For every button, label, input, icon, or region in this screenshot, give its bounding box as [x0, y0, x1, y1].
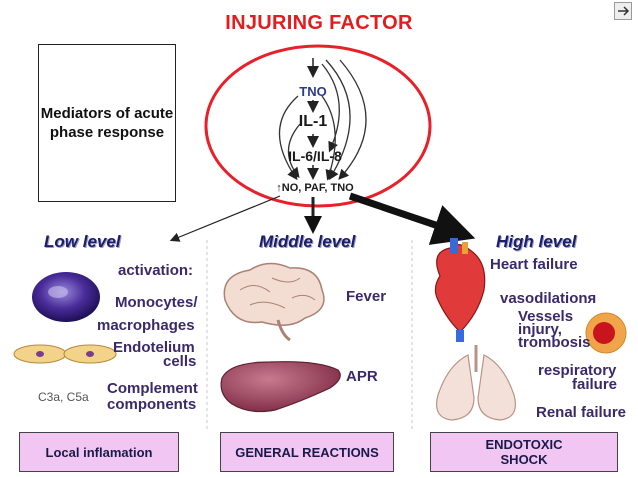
local-inflamation-box: Local inflamation [19, 432, 179, 472]
shock-label: SHOCK [500, 452, 548, 467]
curve-arrow-1 [325, 59, 351, 181]
vasodilation-label: vasodilationя [500, 290, 597, 307]
macrophages-label: macrophages [97, 317, 195, 334]
activation-label: activation: [118, 262, 194, 279]
curve-arrow-4 [338, 59, 367, 180]
trombosis-label: trombosis [518, 334, 591, 351]
vessels-label: Vessels [518, 308, 574, 325]
failure-label: failure [572, 376, 618, 393]
mediators-box: Mediators of acute phase response [38, 44, 176, 202]
curve-arrow-5 [278, 95, 299, 181]
endotoxic-label: ENDOTOXIC [485, 437, 563, 452]
respiratory-label: respiratory [538, 362, 617, 379]
complement-codes-label: C3a, C5a [38, 390, 89, 404]
corner-nav-icon[interactable] [614, 2, 632, 20]
renal-failure-label: Renal failure [536, 404, 627, 421]
endotoxic-shock-box: ENDOTOXIC SHOCK [430, 432, 618, 472]
il1-label: IL-1 [298, 113, 328, 130]
endotelium-label: Endotelium [113, 339, 195, 356]
local-inflamation-label: Local inflamation [45, 444, 153, 460]
curve-arrow-6 [287, 123, 301, 179]
curve-arrow-3 [321, 95, 336, 181]
brain-illustration [223, 262, 325, 342]
vessel-thrombus-illustration [585, 312, 627, 354]
heart-failure-label: Heart failure [490, 256, 578, 273]
monocytes-label: Monocytes/ [115, 294, 198, 311]
il6-il8-label: IL-6/IL-8 [288, 148, 342, 164]
no-paf-tno-label: ↑NO, PAF, TNO [276, 182, 354, 194]
components-label: components [107, 396, 197, 413]
curve-arrow-2 [321, 63, 340, 153]
page-title: INJURING FACTOR [225, 12, 413, 34]
heart-illustration [434, 238, 486, 342]
general-reactions-box: GENERAL REACTIONS [220, 432, 394, 472]
monocyte-illustration [32, 272, 100, 322]
cytokine-ellipse [204, 44, 432, 208]
lungs-illustration [436, 345, 516, 421]
middle-level-label: Middle level [259, 232, 356, 251]
complement-label: Complement [107, 380, 198, 397]
arrow-to-high [348, 192, 476, 245]
low-level-label: Low level [44, 232, 121, 251]
injury-label: injury, [518, 321, 562, 338]
general-reactions-label: GENERAL REACTIONS [235, 444, 379, 460]
cells-label: cells [163, 353, 197, 370]
high-level-label: High level [496, 232, 577, 251]
fever-label: Fever [346, 288, 387, 305]
liver-illustration [220, 361, 341, 413]
apr-label: APR [346, 368, 378, 385]
tno-label: TNO [299, 84, 327, 99]
arrow-to-low [169, 195, 281, 242]
endothelium-illustration [13, 344, 117, 364]
